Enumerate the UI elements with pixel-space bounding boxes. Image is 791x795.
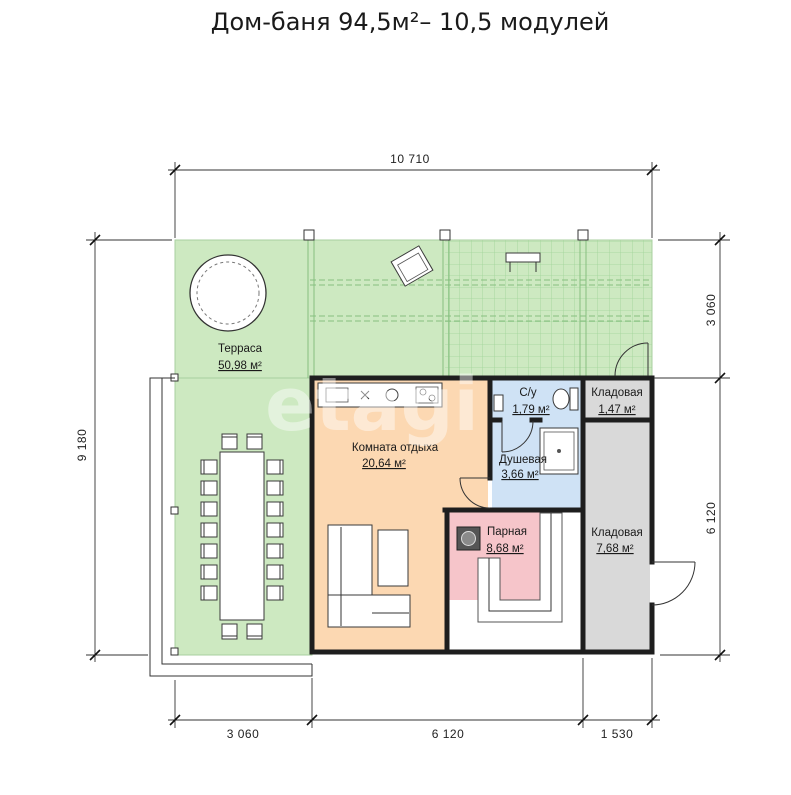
toilet-icon <box>552 387 579 411</box>
chair <box>266 564 284 580</box>
chair <box>246 433 263 450</box>
terrace-post <box>170 647 179 656</box>
room-area-rest-room: 20,64 м² <box>362 458 406 470</box>
door-wc <box>501 420 534 453</box>
chair <box>200 501 218 517</box>
terrace-post <box>170 506 179 515</box>
room-area-shower: 3,66 м² <box>501 469 538 481</box>
terrace-bench <box>505 252 541 272</box>
terrace <box>149 229 653 677</box>
sauna-stove-icon <box>456 526 481 551</box>
door-storage-exterior <box>651 561 696 606</box>
chair <box>200 480 218 496</box>
shower-cabin <box>539 427 579 475</box>
chair <box>266 522 284 538</box>
storage-small-floor <box>585 380 650 420</box>
chair <box>266 480 284 496</box>
terrace-post <box>303 229 315 241</box>
dimension-left: 9 180 <box>75 232 172 662</box>
stove-icon <box>415 386 439 404</box>
dim-right-house-depth: 6 120 <box>704 502 718 535</box>
chair <box>200 459 218 475</box>
room-name-storage-large: Кладовая <box>591 527 643 539</box>
room-area-wc: 1,79 м² <box>512 404 549 416</box>
sink-icon <box>385 388 399 402</box>
dim-bottom-terrace-width: 3 060 <box>227 727 260 741</box>
watermark: etagi <box>265 362 479 448</box>
chair <box>246 623 263 640</box>
plan-title: Дом-баня 94,5м²– 10,5 модулей <box>211 8 610 36</box>
dim-overall-width: 10 710 <box>390 152 430 166</box>
dimension-top: 10 710 <box>168 152 660 238</box>
chair <box>266 543 284 559</box>
room-area-terrace: 50,98 м² <box>218 360 262 372</box>
dim-bottom-house-width: 6 120 <box>432 727 465 741</box>
dim-bottom-storage-width: 1 530 <box>601 727 634 741</box>
terrace-edge-inner <box>161 378 312 665</box>
dimension-right: 3 060 6 120 <box>654 232 730 662</box>
room-area-storage-large: 7,68 м² <box>596 543 633 555</box>
dim-right-terrace-depth: 3 060 <box>704 294 718 327</box>
storage-large-floor <box>585 422 650 650</box>
chair <box>221 433 238 450</box>
kitchen-counter <box>317 382 443 408</box>
walls <box>309 375 655 655</box>
chair <box>266 501 284 517</box>
chair <box>221 623 238 640</box>
dining-set <box>200 433 284 640</box>
coffee-table <box>377 529 409 587</box>
door-terrace <box>614 342 649 377</box>
dimension-bottom: 3 060 6 120 1 530 <box>168 658 660 741</box>
armchair <box>390 245 434 287</box>
chair <box>266 459 284 475</box>
terrace-post <box>577 229 589 241</box>
room-name-wc: С/у <box>519 387 537 399</box>
room-name-terrace: Терраса <box>218 343 263 355</box>
sauna-benches <box>477 512 563 623</box>
room-area-steam-room: 8,68 м² <box>486 543 523 555</box>
room-name-storage-small: Кладовая <box>591 387 643 399</box>
chair <box>200 522 218 538</box>
cooktop-icon <box>325 387 349 403</box>
terrace-edge-outer <box>149 377 313 677</box>
room-area-storage-small: 1,47 м² <box>598 404 635 416</box>
pergola-beams <box>307 232 652 378</box>
room-name-shower: Душевая <box>499 454 547 466</box>
sofa <box>327 524 411 628</box>
dim-overall-depth: 9 180 <box>75 429 89 462</box>
terrace-tiled-floor <box>445 240 652 378</box>
door-wet-zone <box>459 477 491 509</box>
washbasin-icon <box>493 394 504 412</box>
appliance-icon <box>360 390 370 400</box>
chair <box>200 585 218 601</box>
chair <box>266 585 284 601</box>
round-table-seating <box>196 261 260 325</box>
dining-table <box>219 451 265 621</box>
terrace-post <box>439 229 451 241</box>
chair <box>200 564 218 580</box>
room-name-steam-room: Парная <box>487 526 527 538</box>
chair <box>200 543 218 559</box>
room-name-rest-room: Комната отдыха <box>352 442 439 454</box>
round-table <box>189 254 267 332</box>
